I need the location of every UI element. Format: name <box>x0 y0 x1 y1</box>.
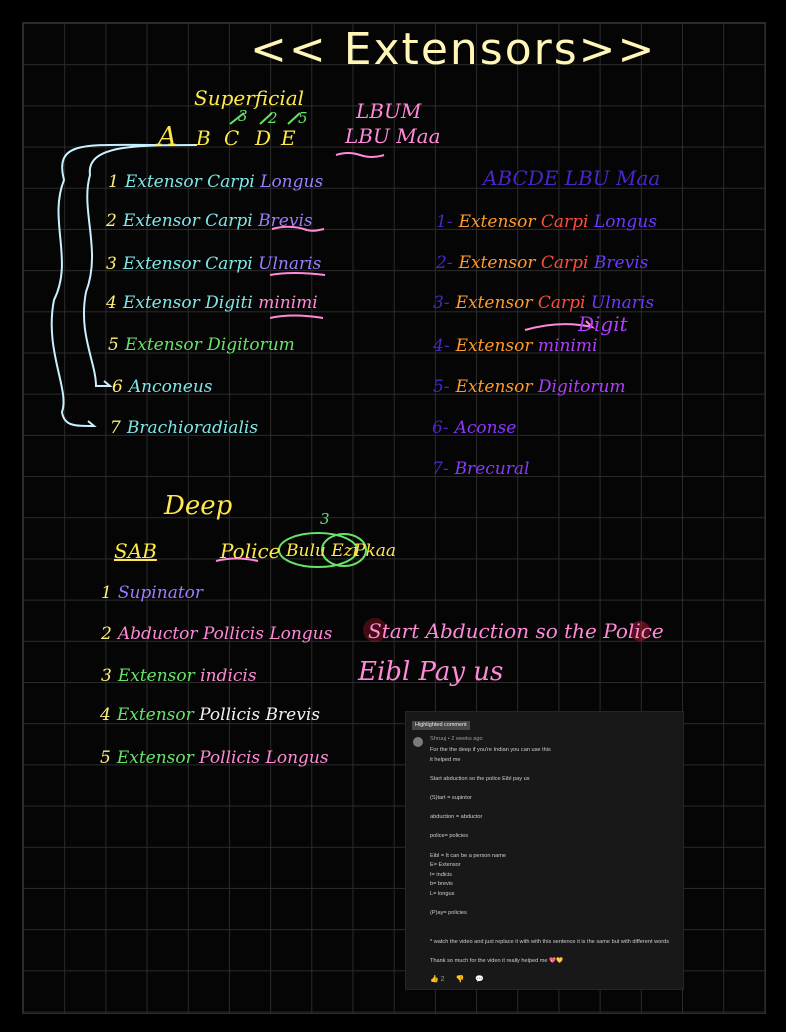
thumb-down-icon[interactable]: 👎 <box>455 976 465 983</box>
comment-text-line: E= Extensor <box>430 862 461 869</box>
mark-5: 5 <box>298 109 308 127</box>
comment-text-line: Eibl = It can be a person name <box>430 852 507 859</box>
superficial-heading: Superficial <box>194 86 305 110</box>
comment-text-line: For the the deep if you're Indian you ca… <box>430 747 551 753</box>
right-item-4: 4-Extensor minimi <box>433 336 598 356</box>
deep-mnemonic-pkaa: Pkaa <box>354 541 397 561</box>
comment-text-line: (P)ay= policies <box>430 910 467 917</box>
deep-mnemonic-sab: SAB <box>114 539 157 563</box>
right-item-1: 1-Extensor Carpi Longus <box>436 212 657 232</box>
right-item-4-digit: Digit <box>578 312 628 336</box>
right-item-3: 3-Extensor Carpi Ulnaris <box>433 293 655 313</box>
comment-text-line: * watch the video and just replace it wi… <box>430 939 669 945</box>
comment-text-line: I= indicis <box>430 871 452 878</box>
superficial-mnemonic-top: LBUM <box>356 99 422 123</box>
letter-a: A <box>158 122 177 152</box>
avatar <box>413 737 423 747</box>
deep-phrase-2: Eibl Pay us <box>358 657 504 687</box>
deep-heading: Deep <box>164 491 233 521</box>
comment-text-line: it helped me <box>430 756 461 763</box>
letter-b: B <box>196 126 211 150</box>
comment-text-line: b= brevis <box>430 881 453 888</box>
right-item-7: 7-Brecural <box>432 459 530 479</box>
superficial-mnemonic: LBU Maa <box>345 124 441 148</box>
comment-text-line: Start abduction so the police Eibl pay u… <box>430 775 530 782</box>
right-item-5: 5-Extensor Digitorum <box>433 377 626 397</box>
deep-mnemonic-bulu-ezi: Bulu Ezi <box>286 541 359 561</box>
comment-text-line: police= policies <box>430 833 469 840</box>
comment-text-line: (S)tart = supintor <box>430 795 472 801</box>
comment-badge: Highlighted comment <box>412 721 470 730</box>
youtube-comment-screenshot: Highlighted comment Shruuj • 2 weeks ago… <box>405 711 684 990</box>
right-item-6: 6-Aconse <box>432 418 517 438</box>
right-item-2: 2-Extensor Carpi Brevis <box>436 253 649 273</box>
right-header: ABCDE LBU Maa <box>483 166 661 190</box>
letter-c: C <box>224 126 240 150</box>
deep-mark-3: 3 <box>320 510 330 528</box>
comment-meta: Shruuj • 2 weeks ago <box>430 736 483 742</box>
comment-text-line: Thank so much for the video it really he… <box>430 958 564 965</box>
like-count: 2 <box>440 976 445 983</box>
letter-d: D <box>255 126 272 150</box>
deep-phrase-1: Start Abduction so the Police <box>368 619 664 643</box>
page-title: << Extensors>> <box>250 24 657 75</box>
mark-2: 2 <box>268 109 278 127</box>
comment-text-line: L= longus <box>430 891 455 897</box>
comment-text-line: abduction = abductor <box>430 814 483 821</box>
reply-icon[interactable]: 💬 <box>475 976 485 983</box>
deep-mnemonic-police: Police <box>220 539 281 563</box>
mark-3: 3 <box>238 107 248 125</box>
comment-actions: 👍 2 👎 💬 <box>430 976 484 985</box>
thumb-up-icon[interactable]: 👍 2 <box>430 976 445 983</box>
letter-e: E <box>281 126 296 150</box>
